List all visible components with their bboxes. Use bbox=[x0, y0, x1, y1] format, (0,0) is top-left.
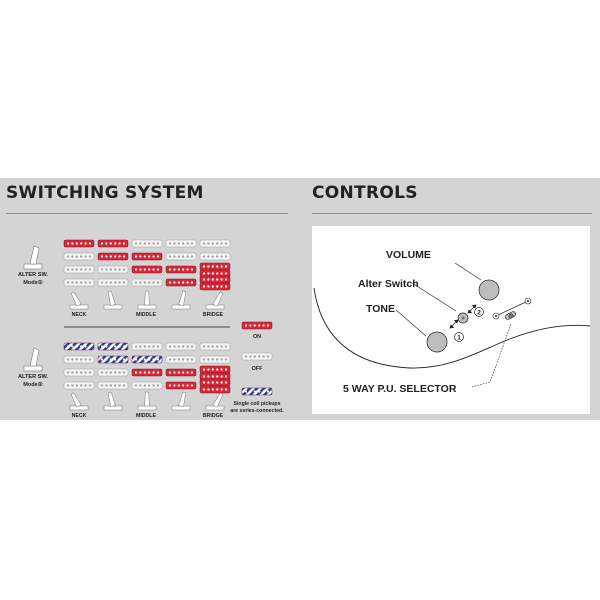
pickup-mode1-r1-c3 bbox=[131, 239, 163, 248]
selector-position-mode1-3-icon bbox=[137, 290, 157, 310]
pickup-mode2-r2-c4 bbox=[165, 355, 197, 364]
pickup-mode2-r4-c1 bbox=[63, 381, 95, 390]
legend-off-swatch bbox=[241, 352, 273, 361]
mode-2-label-line1: ALTER SW. bbox=[18, 374, 48, 380]
pickup-mode2-r1-c5 bbox=[199, 342, 231, 351]
pickup-mode2-r1-c1 bbox=[63, 342, 95, 351]
selector-position-mode1-4-icon bbox=[171, 290, 191, 310]
alter-switch-knob bbox=[457, 312, 469, 324]
pickup-mode1-r4-c2 bbox=[97, 278, 129, 287]
position-label-neck-mode-2: NECK bbox=[72, 413, 87, 419]
alter-switch-arrows bbox=[449, 304, 477, 329]
pickup-grid-mode-1 bbox=[63, 239, 231, 291]
controls-title: CONTROLS bbox=[312, 183, 418, 203]
pickup-mode1-r1-c4 bbox=[165, 239, 197, 248]
pickup-mode1-r3-c2 bbox=[97, 265, 129, 274]
tone-knob bbox=[426, 331, 448, 353]
lever-switch-icon-mode-2 bbox=[23, 347, 43, 372]
pickup-mode1-r3-c3 bbox=[131, 265, 163, 274]
pickup-mode1-r4-c1 bbox=[63, 278, 95, 287]
guitar-body-outline bbox=[313, 287, 591, 369]
selector-switch-hardware bbox=[492, 297, 532, 320]
tone-label: TONE bbox=[366, 303, 395, 315]
pickup-mode2-r4-c3 bbox=[131, 381, 163, 390]
pickup-mode2-r3-c4 bbox=[165, 368, 197, 377]
pickup-mode1-r4-c5 bbox=[199, 275, 231, 291]
alter-switch-label: Alter Switch bbox=[358, 278, 419, 290]
volume-knob bbox=[478, 279, 500, 301]
pickup-mode1-r4-c4 bbox=[165, 278, 197, 287]
selector-positions bbox=[69, 290, 225, 411]
lever-switch-icon-mode-1 bbox=[23, 245, 43, 270]
switching-system-title: SWITCHING SYSTEM bbox=[6, 183, 204, 203]
marker-2-icon bbox=[474, 307, 484, 317]
selector-position-mode2-2-icon bbox=[103, 391, 123, 411]
legend-on-label: ON bbox=[253, 334, 261, 340]
pickup-mode1-r1-c1 bbox=[63, 239, 95, 248]
pickup-mode2-r4-c5 bbox=[199, 378, 231, 394]
switching-title-rule bbox=[6, 213, 288, 214]
selector-position-mode2-1-icon bbox=[69, 392, 89, 411]
pickup-mode1-r3-c5 bbox=[199, 262, 231, 278]
pickup-mode1-r2-c3 bbox=[131, 252, 163, 261]
legend-series-swatch bbox=[241, 387, 273, 396]
pickup-mode1-r2-c5 bbox=[199, 252, 231, 261]
mode-1-label-line2: Mode① bbox=[23, 279, 44, 286]
pickup-mode2-r1-c2 bbox=[97, 342, 129, 351]
position-label-middle-mode-2: MIDDLE bbox=[136, 413, 156, 419]
marker-1-label: 1 bbox=[457, 335, 461, 342]
pickup-mode2-r4-c2 bbox=[97, 381, 129, 390]
pickup-mode2-r3-c2 bbox=[97, 368, 129, 377]
pickup-mode1-r2-c2 bbox=[97, 252, 129, 261]
legend-off-label: OFF bbox=[252, 366, 263, 372]
pickup-mode1-r1-c5 bbox=[199, 239, 231, 248]
pickup-mode2-r1-c3 bbox=[131, 342, 163, 351]
position-label-middle-mode-1: MIDDLE bbox=[136, 312, 156, 318]
marker-1-icon bbox=[454, 332, 464, 342]
pickup-mode1-r4-c3 bbox=[131, 278, 163, 287]
pickup-mode2-r2-c1 bbox=[63, 355, 95, 364]
pickup-mode2-r2-c5 bbox=[199, 355, 231, 364]
position-label-neck-mode-1: NECK bbox=[72, 312, 87, 318]
volume-label: VOLUME bbox=[386, 249, 431, 261]
selector-label: 5 WAY P.U. SELECTOR bbox=[343, 383, 457, 395]
pickup-mode2-r3-c3 bbox=[131, 368, 163, 377]
pickup-mode1-r1-c2 bbox=[97, 239, 129, 248]
pickup-mode2-r4-c4 bbox=[165, 381, 197, 390]
pickup-mode2-r3-c1 bbox=[63, 368, 95, 377]
controls-diagram-box bbox=[312, 226, 590, 414]
selector-position-mode2-4-icon bbox=[171, 391, 191, 411]
selector-position-mode1-1-icon bbox=[69, 291, 89, 310]
selector-position-mode2-5-icon bbox=[205, 392, 225, 411]
marker-2-label: 2 bbox=[477, 310, 481, 317]
pickup-grid-mode-2 bbox=[63, 342, 231, 394]
selector-position-mode1-5-icon bbox=[205, 291, 225, 310]
legend-series-label-line1: Single coil pickups bbox=[234, 401, 281, 407]
pickup-mode1-r2-c1 bbox=[63, 252, 95, 261]
pickup-mode1-r3-c4 bbox=[165, 265, 197, 274]
controls-title-rule bbox=[312, 213, 592, 214]
leader-lines bbox=[395, 262, 512, 388]
pickup-mode2-r1-c4 bbox=[165, 342, 197, 351]
pickup-mode1-r3-c1 bbox=[63, 265, 95, 274]
pickup-mode2-r2-c2 bbox=[97, 355, 129, 364]
pickup-mode2-r2-c3 bbox=[131, 355, 163, 364]
selector-position-mode2-3-icon bbox=[137, 391, 157, 411]
selector-position-mode1-2-icon bbox=[103, 290, 123, 310]
pickup-mode1-r2-c4 bbox=[165, 252, 197, 261]
position-label-bridge-mode-1: BRIDGE bbox=[203, 312, 224, 318]
mode-2-label-line2: Mode② bbox=[23, 381, 44, 388]
legend-series-label-line2: are series-connected. bbox=[230, 408, 284, 414]
legend-on-swatch bbox=[241, 321, 273, 330]
pickup-mode2-r3-c5 bbox=[199, 365, 231, 381]
position-label-bridge-mode-2: BRIDGE bbox=[203, 413, 224, 419]
mode-1-label-line1: ALTER SW. bbox=[18, 272, 48, 278]
legend bbox=[241, 321, 273, 396]
